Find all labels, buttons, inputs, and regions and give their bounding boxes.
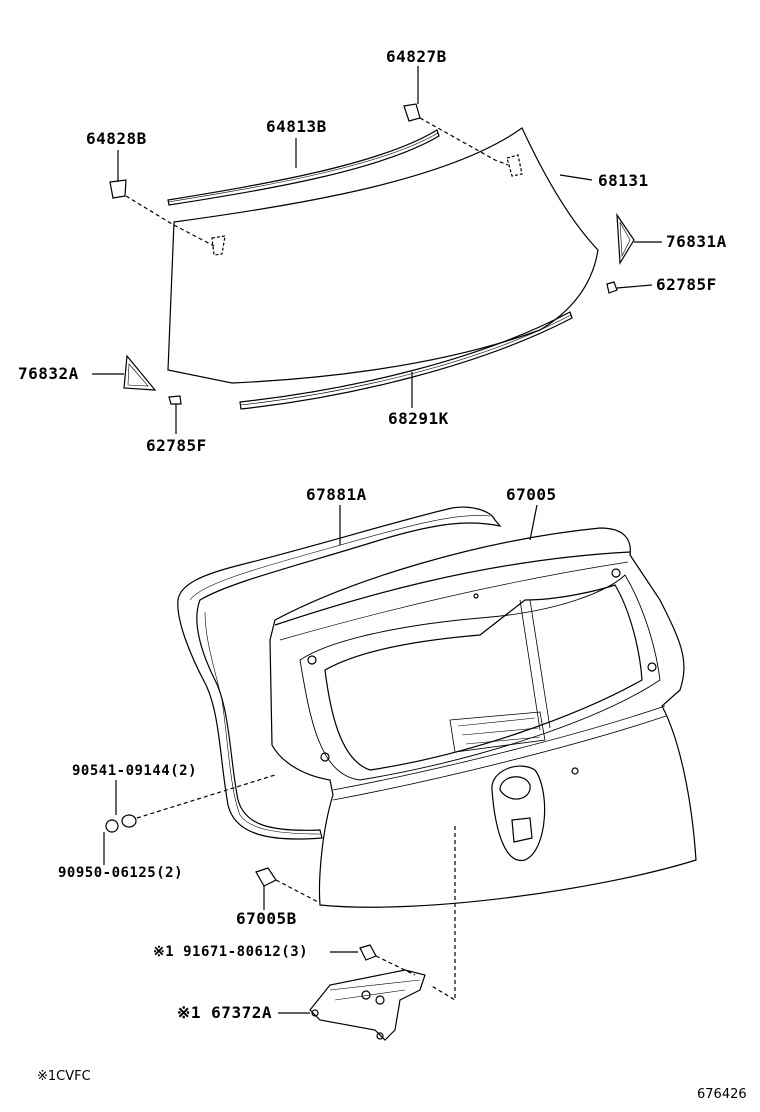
- back-glass[interactable]: [167, 127, 599, 384]
- label-91671-80612[interactable]: ※1 91671-80612(3): [153, 944, 309, 960]
- label-67005B[interactable]: 67005B: [236, 909, 297, 928]
- pad-62785F-right[interactable]: [606, 281, 618, 294]
- label-68291K[interactable]: 68291K: [388, 409, 449, 428]
- label-76831A[interactable]: 76831A: [666, 232, 727, 251]
- pad-62785F-left[interactable]: [168, 395, 182, 405]
- label-68131[interactable]: 68131: [598, 171, 649, 190]
- label-90541-09144[interactable]: 90541-09144(2): [72, 763, 198, 779]
- label-67005[interactable]: 67005: [506, 485, 557, 504]
- cushion-90541[interactable]: [121, 814, 137, 828]
- clip-64828B[interactable]: [109, 179, 127, 199]
- label-64813B[interactable]: 64813B: [266, 117, 327, 136]
- label-62785F-left[interactable]: 62785F: [146, 436, 207, 455]
- label-62785F-right[interactable]: 62785F: [656, 275, 717, 294]
- label-67372A[interactable]: ※1 67372A: [177, 1003, 272, 1022]
- footnote: ※1CVFC: [37, 1069, 91, 1084]
- trim-76832A[interactable]: [123, 354, 157, 391]
- trim-76831A[interactable]: [616, 212, 635, 265]
- label-90950-06125[interactable]: 90950-06125(2): [58, 865, 184, 881]
- label-64828B[interactable]: 64828B: [86, 129, 147, 148]
- label-64827B[interactable]: 64827B: [386, 47, 447, 66]
- label-67881A[interactable]: 67881A: [306, 485, 367, 504]
- figure-number: 676426: [697, 1087, 747, 1102]
- bracket-67372A[interactable]: [309, 969, 426, 1041]
- emblem-housing[interactable]: [491, 765, 546, 861]
- bolt-91671[interactable]: [359, 944, 377, 961]
- label-76832A[interactable]: 76832A: [18, 364, 79, 383]
- back-door-panel[interactable]: [269, 527, 697, 908]
- stopper-67005B[interactable]: [255, 867, 277, 887]
- clip-64827B[interactable]: [403, 103, 421, 122]
- weatherstrip[interactable]: [177, 506, 502, 840]
- upper-molding[interactable]: [167, 129, 440, 206]
- plug-90950[interactable]: [105, 819, 119, 833]
- lower-molding[interactable]: [239, 311, 573, 410]
